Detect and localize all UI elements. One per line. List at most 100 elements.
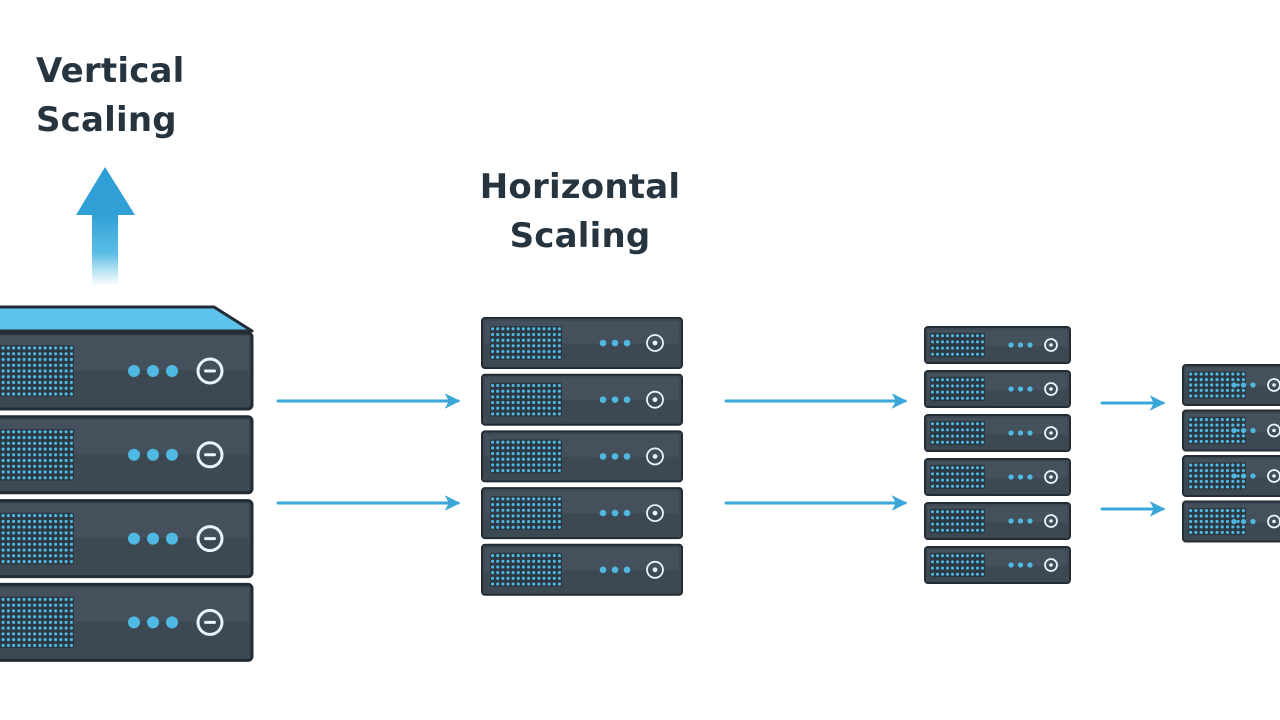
status-led-icon xyxy=(1231,382,1256,388)
power-button-icon xyxy=(1267,378,1280,392)
server-vent-panel xyxy=(930,420,985,446)
vertical-scaling-title-line1: Vertical xyxy=(36,51,185,91)
status-led-icon xyxy=(599,339,631,347)
server-vent-panel xyxy=(490,552,562,587)
server-vent-panel xyxy=(930,508,985,534)
power-button-icon xyxy=(1267,514,1280,529)
server-vent-panel xyxy=(490,439,562,474)
status-led-icon xyxy=(1231,518,1256,525)
power-button-icon xyxy=(646,447,664,466)
power-button-icon xyxy=(646,390,664,409)
status-led-icon xyxy=(128,532,178,545)
server-vent-panel xyxy=(0,596,74,649)
server-vent-panel xyxy=(490,326,562,360)
horizontal-scaling-title-line1: Horizontal xyxy=(479,167,681,207)
server-vent-dots xyxy=(491,327,561,359)
status-led-icon xyxy=(599,566,631,574)
server-rack-icon xyxy=(924,502,1071,540)
horizontal-scaling-title: Horizontal Scaling xyxy=(470,163,690,261)
vertical-scaling-stack xyxy=(0,305,254,662)
server-vent-dots xyxy=(1,514,73,564)
power-button-icon xyxy=(1267,469,1280,483)
status-led-icon xyxy=(1008,386,1033,392)
status-led-icon xyxy=(1008,518,1033,524)
power-button-icon xyxy=(1044,514,1058,528)
status-led-icon xyxy=(1008,430,1033,436)
power-button-icon xyxy=(196,525,224,553)
power-button-icon xyxy=(646,334,664,352)
server-rack-icon xyxy=(924,370,1071,408)
server-vent-dots xyxy=(1,430,73,480)
server-rack-icon xyxy=(481,317,683,369)
status-led-icon xyxy=(128,616,178,629)
server-rack-icon xyxy=(1182,409,1280,452)
server-vent-panel xyxy=(0,512,74,565)
server-rack-icon xyxy=(0,582,254,662)
server-vent-dots xyxy=(1189,418,1245,443)
server-top-lid xyxy=(0,305,254,333)
status-led-icon xyxy=(1008,474,1033,480)
status-led-icon xyxy=(1231,427,1256,434)
server-vent-panel xyxy=(930,332,985,358)
power-button-icon xyxy=(196,608,224,636)
horizontal-stack-3 xyxy=(1182,364,1280,543)
server-rack-icon xyxy=(0,499,254,579)
server-vent-dots xyxy=(1189,509,1245,534)
server-vent-dots xyxy=(1,346,73,396)
status-led-icon xyxy=(599,509,631,517)
server-vent-panel xyxy=(0,428,74,481)
server-vent-panel xyxy=(930,552,985,578)
server-vent-dots xyxy=(931,510,984,532)
power-button-icon xyxy=(196,357,224,385)
status-led-icon xyxy=(1231,473,1256,479)
server-vent-dots xyxy=(1,597,73,647)
status-led-icon xyxy=(599,396,631,404)
arrow-up-icon xyxy=(76,167,135,286)
server-vent-dots xyxy=(931,466,984,488)
power-button-icon xyxy=(646,560,664,579)
server-rack-icon xyxy=(481,543,683,596)
server-rack-icon xyxy=(924,414,1071,452)
power-button-icon xyxy=(196,441,224,469)
server-rack-icon xyxy=(481,373,683,426)
status-led-icon xyxy=(128,448,178,461)
power-button-icon xyxy=(1044,558,1058,572)
power-button-icon xyxy=(1044,426,1058,440)
server-vent-dots xyxy=(931,334,984,356)
power-button-icon xyxy=(1044,470,1058,484)
server-vent-dots xyxy=(1189,463,1245,489)
power-button-icon xyxy=(646,504,664,522)
server-vent-dots xyxy=(931,554,984,576)
horizontal-stack-1 xyxy=(481,317,683,596)
server-vent-dots xyxy=(491,383,561,416)
status-led-icon xyxy=(1008,562,1033,568)
server-rack-icon xyxy=(481,430,683,483)
server-rack-icon xyxy=(0,331,254,411)
power-button-icon xyxy=(1044,338,1058,352)
server-layer xyxy=(0,305,1280,662)
horizontal-scaling-title-line2: Scaling xyxy=(509,216,651,256)
server-vent-dots xyxy=(491,497,561,529)
server-rack-icon xyxy=(924,546,1071,584)
server-rack-icon xyxy=(924,326,1071,364)
horizontal-stack-2 xyxy=(924,326,1071,584)
server-rack-icon xyxy=(1182,455,1280,497)
power-button-icon xyxy=(1267,423,1280,438)
vertical-scaling-title: Vertical Scaling xyxy=(36,47,185,145)
power-button-icon xyxy=(1044,382,1058,396)
server-vent-dots xyxy=(931,378,984,400)
server-vent-dots xyxy=(1189,372,1245,398)
status-led-icon xyxy=(128,365,178,377)
server-vent-dots xyxy=(931,422,984,444)
server-rack-icon xyxy=(1182,364,1280,406)
server-rack-icon xyxy=(481,487,683,540)
server-vent-panel xyxy=(930,376,985,402)
arrow-layer xyxy=(276,393,1166,517)
server-rack-icon xyxy=(0,415,254,495)
server-vent-dots xyxy=(491,440,561,473)
vertical-scaling-title-line2: Scaling xyxy=(36,100,177,140)
server-vent-panel xyxy=(490,496,562,531)
server-vent-panel xyxy=(930,464,985,490)
server-rack-icon xyxy=(1182,500,1280,543)
